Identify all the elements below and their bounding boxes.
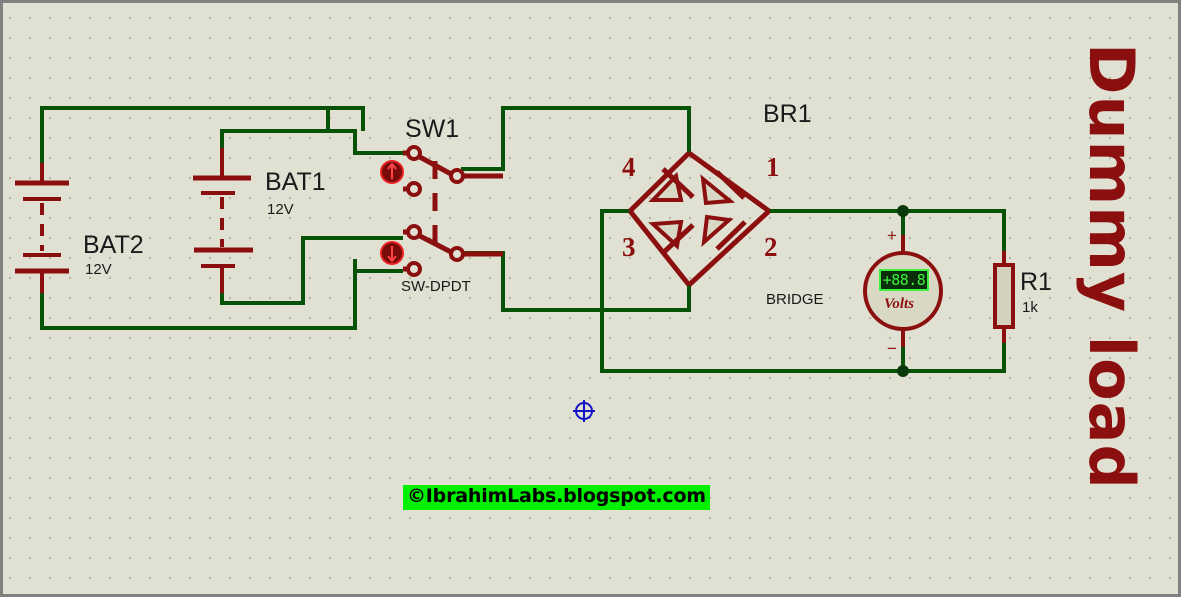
wire-sw-to-bridge-bottom [461,251,691,312]
label-sw1-ref: SW1 [405,115,460,143]
voltmeter-plus-terminal: + [887,226,897,245]
component-voltmeter[interactable] [863,235,943,347]
br1-pin-1: 1 [766,152,780,182]
voltmeter-display: +88.8 [879,269,929,291]
diode-1 [700,170,746,206]
wire-bat2-negative-bottom [40,259,357,330]
wire-resistor-bottom [903,328,1006,373]
component-bat2[interactable] [15,163,69,293]
sw1-indicator-down [380,241,404,265]
component-r1[interactable] [993,251,1015,343]
crosshair-cursor [573,400,595,422]
wire-bridge-right-dc [769,209,1006,265]
diode-2 [701,214,747,251]
components-layer [15,145,1015,377]
junction-bottom [897,365,909,377]
wire-sw-upper-pole-feed [328,106,365,131]
wire-bridge-left-ac [600,209,903,373]
br1-pin-2: 2 [764,232,778,262]
diode-3 [648,219,695,254]
label-bat2-value: 12V [85,261,112,278]
label-bat2-ref: BAT2 [83,231,144,259]
voltmeter-minus-terminal: − [887,339,897,358]
annotation-dummy-load: Dummy load [1075,43,1148,490]
label-br1-value: BRIDGE [766,291,824,308]
label-br1-ref: BR1 [763,100,812,128]
circuit-svg [15,106,1015,422]
br1-pin-4: 4 [622,152,636,182]
component-bat1[interactable] [193,148,253,293]
junction-top [897,205,909,217]
component-br1-bridge[interactable] [628,150,771,287]
label-r1-value: 1k [1022,299,1038,316]
voltmeter-reading: +88.8 [882,271,926,289]
component-sw1-dpdt[interactable] [380,145,503,277]
wire-bat2-positive-top [40,106,330,183]
schematic-canvas[interactable]: BAT1 12V BAT2 12V SW1 SW-DPDT BR1 BRIDGE… [3,3,1178,594]
br1-pin-3: 3 [622,232,636,262]
junction-dots [897,205,909,377]
voltmeter-unit-label: Volts [884,296,915,312]
wire-network [40,106,1006,373]
wire-bat1-positive [220,129,403,178]
watermark-credit: ©IbrahimLabs.blogspot.com [403,485,710,510]
wire-sw-to-bridge-top [461,106,691,171]
wire-sw-lower-throw-feed [353,259,403,273]
label-r1-ref: R1 [1020,268,1052,296]
sw1-indicator-up [380,160,404,184]
label-bat1-ref: BAT1 [265,168,326,196]
label-bat1-value: 12V [267,201,294,218]
diode-4 [648,167,695,202]
label-sw1-value: SW-DPDT [401,278,471,295]
